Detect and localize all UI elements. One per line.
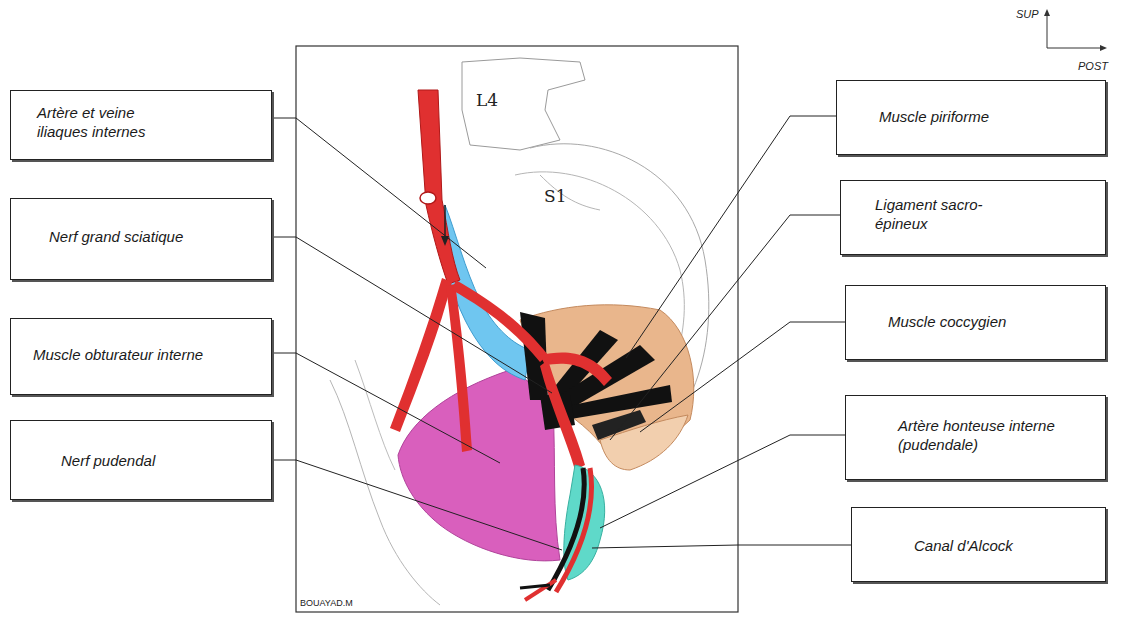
axis-post bbox=[1047, 48, 1104, 49]
vertebra-l4 bbox=[462, 58, 585, 150]
sciatic-root bbox=[558, 385, 672, 420]
iliac-artery bbox=[418, 90, 460, 284]
label-text: Muscle piriforme bbox=[879, 107, 1089, 126]
label-box: Ligament sacro-épineux bbox=[840, 180, 1106, 255]
leader-line bbox=[272, 118, 486, 268]
sacrum-outline bbox=[540, 175, 600, 210]
annotation-label: SUP bbox=[1016, 8, 1039, 20]
vessel-section bbox=[420, 192, 436, 204]
label-text: Artère honteuse interne (pudendale) bbox=[898, 416, 1088, 454]
label-text: Artère et veine iliaques internes bbox=[37, 103, 177, 141]
leader-line bbox=[600, 435, 845, 528]
label-box: Muscle piriforme bbox=[836, 80, 1106, 155]
artery-branch bbox=[540, 360, 585, 470]
label-box: Muscle obturateur interne bbox=[10, 318, 272, 395]
label-text: Nerf grand sciatique bbox=[49, 227, 259, 246]
leader-line bbox=[592, 545, 851, 548]
leader-line bbox=[272, 353, 500, 463]
annotation-label: L4 bbox=[476, 90, 498, 110]
axis-head bbox=[1044, 9, 1050, 16]
label-text: Muscle obturateur interne bbox=[33, 345, 261, 364]
frame bbox=[296, 46, 738, 612]
leader-line bbox=[272, 237, 552, 393]
annotation-label: BOUAYAD.M bbox=[300, 598, 353, 608]
pelvis-outline bbox=[355, 360, 395, 470]
label-text: Muscle coccygien bbox=[888, 312, 1095, 331]
label-box: Artère et veine iliaques internes bbox=[10, 90, 272, 160]
axis-sup bbox=[1047, 12, 1048, 48]
label-box: Muscle coccygien bbox=[845, 285, 1106, 360]
label-text: Ligament sacro-épineux bbox=[875, 195, 1005, 233]
leader-line bbox=[640, 322, 845, 432]
annotation-label: POST bbox=[1078, 60, 1108, 72]
label-box: Artère honteuse interne (pudendale) bbox=[845, 395, 1106, 480]
annotation-label: S1 bbox=[544, 186, 566, 206]
pudendal-artery bbox=[525, 580, 556, 600]
artery-branch bbox=[446, 284, 472, 452]
label-box: Nerf pudendal bbox=[10, 420, 272, 500]
artery-branch bbox=[452, 280, 548, 362]
axis-head bbox=[1100, 45, 1107, 51]
pudendal-nerve bbox=[520, 585, 550, 588]
label-box: Nerf grand sciatique bbox=[10, 198, 272, 280]
label-box: Canal d'Alcock bbox=[851, 507, 1106, 582]
sacrospinous-ligament bbox=[592, 410, 646, 440]
pudendal-artery bbox=[556, 468, 592, 592]
leader-line bbox=[272, 460, 562, 550]
label-text: Nerf pudendal bbox=[61, 451, 261, 470]
label-text: Canal d'Alcock bbox=[914, 536, 1095, 555]
leader-line bbox=[610, 215, 840, 440]
